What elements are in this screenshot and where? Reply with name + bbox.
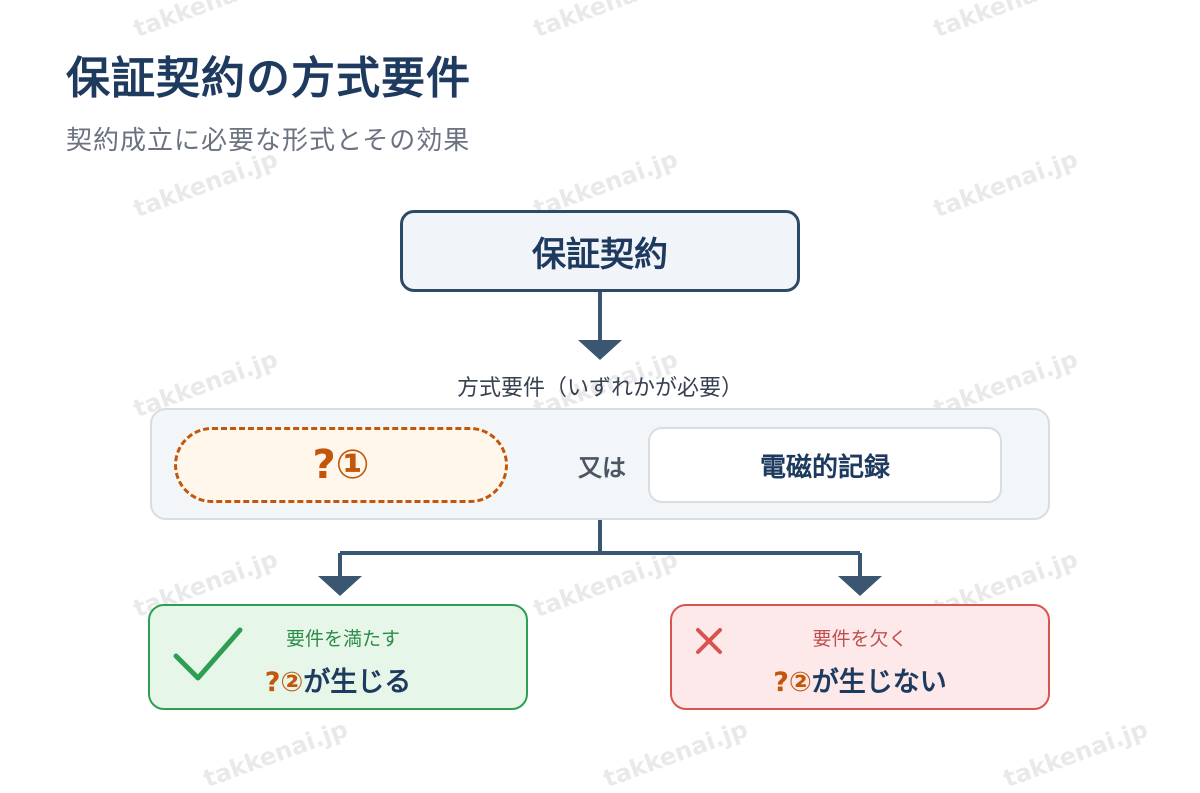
page-title: 保証契約の方式要件 [66, 53, 471, 104]
method-requirement-caption: 方式要件（いずれかが必要） [456, 376, 743, 401]
requirement-satisfied-box: 要件を満たす ?②が生じる [148, 604, 528, 710]
blank-2-marker: ?② [264, 667, 304, 698]
missing-effect-text: が生じない [811, 667, 947, 698]
page-subtitle: 契約成立に必要な形式とその効果 [66, 126, 471, 156]
electronic-record-box: 電磁的記録 [648, 427, 1002, 503]
or-connector: 又は [578, 454, 626, 482]
satisfied-effect-text: が生じる [303, 667, 412, 698]
method-requirement-panel: ?① 又は 電磁的記録 [150, 408, 1050, 520]
requirement-missing-box: 要件を欠く ?②が生じない [670, 604, 1050, 710]
missing-effect-label: ?②が生じない [672, 660, 1048, 699]
satisfied-effect-label: ?②が生じる [150, 660, 526, 699]
blank-1-box: ?① [174, 427, 508, 503]
blank-2-marker: ?② [773, 667, 812, 698]
satisfied-condition-label: 要件を満たす [285, 628, 400, 650]
root-arrowhead [578, 340, 622, 360]
right-arrowhead [838, 576, 882, 596]
connector-lines [318, 292, 882, 596]
x-icon [696, 628, 722, 654]
guarantee-contract-node: 保証契約 [400, 210, 800, 292]
check-icon [173, 627, 243, 681]
missing-condition-label: 要件を欠く [812, 628, 908, 650]
left-arrowhead [318, 576, 362, 596]
